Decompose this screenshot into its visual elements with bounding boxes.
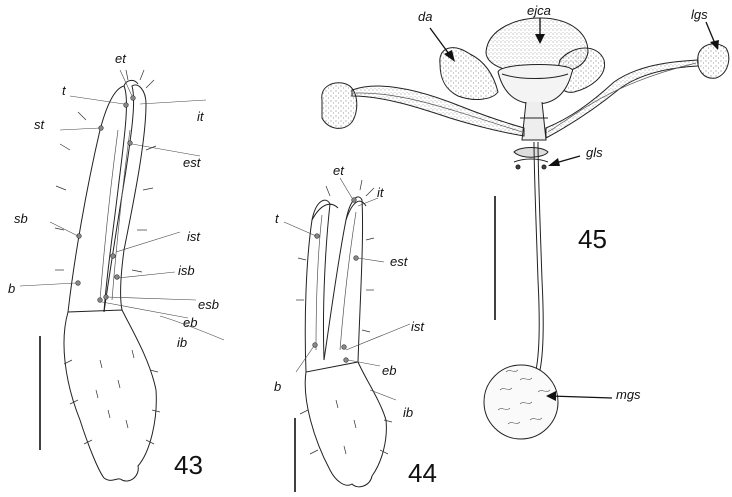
fig45-number: 45 [578,224,607,254]
fig45-genitalia [321,17,730,440]
fig43-label-isb: isb [178,263,195,278]
fig44-label-t: t [275,211,279,226]
fig43-label-et: et [115,51,126,66]
left-duct [351,85,525,137]
fig44-label-est: est [390,254,408,269]
fig43-fixed-finger [67,85,127,313]
fig43-label-ib: ib [177,335,188,350]
fig44-fixed-finger [304,199,331,373]
fig43-movable-finger [103,84,147,313]
fig43-label-st: st [34,117,45,132]
fig43-label-b: b [8,281,16,296]
fig44-hand-outline [304,361,387,488]
fig44-label-eb: eb [382,363,397,378]
central-cup [497,64,573,105]
fig43-chela [19,69,225,482]
fig45-label-mgs: mgs [616,387,641,402]
fig43-label-est: est [183,155,201,170]
fig43-label-sb: sb [14,211,28,226]
fig43-label-t: t [62,83,66,98]
gls-structure [513,147,549,158]
fig45-label-da: da [418,9,433,24]
fig43-hand-outline [63,309,157,482]
fig43-label-eb: eb [183,315,198,330]
fig44-movable-finger [323,196,364,363]
fig44-number: 44 [408,458,437,488]
fig45-label-ejca: ejca [527,3,551,18]
fig43-label-ist: ist [187,229,200,244]
fig43-label-esb: esb [198,297,219,312]
fig44-label-et: et [333,163,344,178]
fig44-chela [283,177,411,492]
fig44-label-ib: ib [403,405,414,420]
right-lateral-gland [697,43,730,79]
fig44-label-ist: ist [411,319,424,334]
mgs-structure [483,364,559,440]
left-lateral-gland [321,82,358,129]
fig43-number: 43 [174,450,203,480]
fig43-label-it: it [197,109,204,124]
fig45-label-lgs: lgs [691,7,708,22]
fig44-label-b: b [274,379,282,394]
median-duct [533,141,540,371]
fig45-label-gls: gls [586,145,603,160]
fig44-label-it: it [377,185,384,200]
